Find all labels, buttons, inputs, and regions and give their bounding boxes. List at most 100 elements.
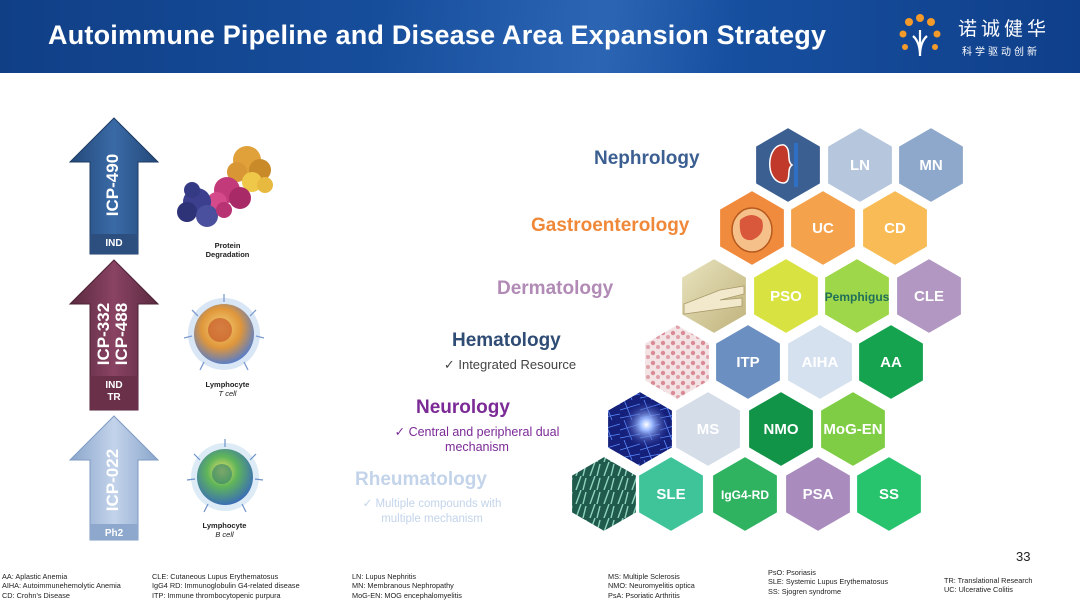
footnote-line: CD: Crohn's Disease xyxy=(2,590,70,600)
hexagon-shape xyxy=(747,389,815,469)
footnote-line: MS: Multiple Sclerosis xyxy=(608,572,680,581)
hexagon-shape xyxy=(897,125,965,205)
hexagon-ss: SS xyxy=(855,454,923,534)
footnote-line: MN: Membranous Nephropathy xyxy=(352,581,454,591)
company-slogan: 科学驱动创新 xyxy=(962,47,1040,58)
hexagon-label: MoG-EN xyxy=(823,421,882,438)
footnote-line: AA: Aplastic Anemia xyxy=(2,572,68,581)
footnote-line: PsO: Psoriasis xyxy=(768,568,816,577)
kidney-icon xyxy=(769,144,794,184)
company-name: 诺诚健华 xyxy=(958,18,1051,40)
footnote-line: MoG-EN: MOG encephalomyelitis xyxy=(352,590,462,600)
area-label-neurology: Neurology xyxy=(416,397,510,418)
pipeline-stage-icp-332-488: IND TR xyxy=(105,380,123,403)
footnote-line: TR: Translational Research xyxy=(944,576,1033,585)
area-note-hematology: ✓ Integrated Resource xyxy=(443,357,577,372)
hexagon-shape xyxy=(570,454,638,534)
area-label-rheumatology: Rheumatology xyxy=(355,469,487,490)
hexagon-ms: MS xyxy=(674,389,742,469)
b-cell-caption: Lymphocyte B cell xyxy=(182,521,267,539)
hexagon-shape xyxy=(857,322,925,402)
hexagon-nmo: NMO xyxy=(747,389,815,469)
digestive-system-image xyxy=(718,188,786,268)
hexagon-shape xyxy=(861,188,929,268)
header-highlight xyxy=(380,0,880,73)
area-note-neurology: ✓ Central and peripheral dual mechanism xyxy=(394,425,560,454)
hexagon-psa: PSA xyxy=(784,454,852,534)
hexagon-label: PSO xyxy=(770,288,802,305)
hexagon-shape xyxy=(643,322,711,402)
footnote-line: UC: Ulcerative Colitis xyxy=(944,585,1013,595)
hexagon-pemphigus: Pemphigus xyxy=(823,256,891,336)
t-cell-image xyxy=(183,294,265,371)
pipeline-arrow-icp-332-488 xyxy=(68,259,160,411)
hexagon-mog-en: MoG-EN xyxy=(819,389,887,469)
hexagon-uc: UC xyxy=(789,188,857,268)
page-title: Autoimmune Pipeline and Disease Area Exp… xyxy=(48,20,827,50)
hexagon-label: MN xyxy=(919,157,942,174)
protein-degradation-caption: Protein Degradation xyxy=(185,241,270,259)
hexagon-label: AIHA xyxy=(802,354,839,371)
caption-title: Lymphocyte xyxy=(202,521,247,530)
footnote-line: NMO: Neuromyelitis optica xyxy=(608,581,695,591)
hexagon-label: Pemphigus xyxy=(825,290,890,304)
hexagon-label: UC xyxy=(812,220,834,237)
kidney-image xyxy=(754,125,822,205)
hexagon-pso: PSO xyxy=(752,256,820,336)
company-logo-icon xyxy=(899,14,941,57)
hexagon-label: CD xyxy=(884,220,906,237)
hexagon-shape xyxy=(752,256,820,336)
neuron-glow-icon xyxy=(620,403,668,451)
caption-subtitle: B cell xyxy=(215,530,234,539)
hexagon-label: LN xyxy=(850,157,870,174)
hexagon-shape xyxy=(895,256,963,336)
hexagon-shape xyxy=(784,454,852,534)
hexagon-shape xyxy=(826,125,894,205)
hexagon-label: SS xyxy=(879,486,899,503)
page-number: 33 xyxy=(1016,549,1031,564)
hexagon-shape xyxy=(786,322,854,402)
hexagon-itp: ITP xyxy=(714,322,782,402)
blood-cells-image xyxy=(643,322,711,402)
pipeline-arrow-icp-022 xyxy=(68,415,160,541)
footnote-line: ITP: Immune thrombocytopenic purpura xyxy=(152,590,281,600)
stomach-icon xyxy=(739,215,763,241)
hexagon-label: IgG4-RD xyxy=(721,488,769,502)
hand-icon xyxy=(683,285,745,315)
protein-structure-image xyxy=(177,146,273,227)
area-label-dermatology: Dermatology xyxy=(497,278,614,299)
hexagon-label: ITP xyxy=(736,354,759,371)
hexagon-aiha: AIHA xyxy=(786,322,854,402)
hexagon-label: PSA xyxy=(803,486,834,503)
hexagon-cle: CLE xyxy=(895,256,963,336)
hexagon-mn: MN xyxy=(897,125,965,205)
footnote-line: SLE: Systemic Lupus Erythematosus xyxy=(768,577,889,587)
hexagon-shape xyxy=(674,389,742,469)
hexagon-aa: AA xyxy=(857,322,925,402)
vessel-icon xyxy=(794,143,798,187)
footnote-line: AIHA: Autoimmunehemolytic Anemia xyxy=(2,581,121,591)
pipeline-stage-icp-022: Ph2 xyxy=(104,528,124,539)
caption-subtitle: T cell xyxy=(218,389,237,398)
hexagon-shape xyxy=(714,322,782,402)
footnote-line: LN: Lupus Nephritis xyxy=(352,572,417,581)
caption-title: Lymphocyte xyxy=(205,380,250,389)
hexagon-ln: LN xyxy=(826,125,894,205)
hexagon-label: SLE xyxy=(656,486,685,503)
footnote-line: SS: Sjogren syndrome xyxy=(768,586,842,596)
footnote-line: IgG4 RD: Immunoglobulin G4-related disea… xyxy=(152,581,300,591)
hexagon-shape xyxy=(637,454,705,534)
hexagon-igg4-rd: IgG4-RD xyxy=(711,454,779,534)
hexagon-cd: CD xyxy=(861,188,929,268)
caption-title: Protein Degradation xyxy=(205,241,250,259)
b-cell-image xyxy=(186,439,264,513)
area-label-hematology: Hematology xyxy=(452,330,561,351)
header-bar: Autoimmune Pipeline and Disease Area Exp… xyxy=(0,0,1080,73)
hexagon-label: AA xyxy=(880,354,902,371)
